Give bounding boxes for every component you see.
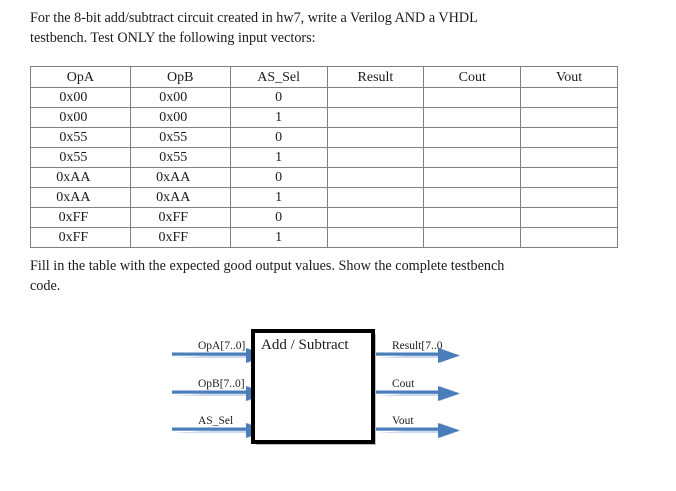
cell-cout	[423, 147, 522, 168]
input-label-opb: OpB[7..0]	[198, 378, 245, 390]
cell-cout	[423, 187, 522, 208]
input-label-opa: OpA[7..0]	[198, 340, 245, 352]
cell-cout	[423, 87, 522, 108]
intro-line-1: For the 8-bit add/subtract circuit creat…	[30, 10, 478, 26]
column-header-opa: OpA	[30, 66, 131, 88]
instruction-paragraph: Fill in the table with the expected good…	[30, 256, 650, 296]
cell-cout	[423, 227, 522, 248]
column-header-result: Result	[326, 66, 425, 88]
cell-as-sel: 0	[229, 167, 328, 188]
cell-opa: 0x00	[30, 87, 131, 108]
cell-as-sel: 1	[229, 227, 328, 248]
cell-as-sel: 0	[229, 87, 328, 108]
output-label-cout: Cout	[392, 378, 415, 390]
cell-as-sel: 0	[229, 127, 328, 148]
cell-opa: 0xAA	[30, 187, 131, 208]
cell-result	[326, 147, 425, 168]
column-header-cout: Cout	[423, 66, 522, 88]
instruction-line-1: Fill in the table with the expected good…	[30, 258, 505, 274]
instruction-line-2: code.	[30, 278, 61, 294]
cell-opb: 0x00	[129, 107, 231, 128]
column-header-opb: OpB	[129, 66, 231, 88]
output-label-vout: Vout	[392, 415, 414, 427]
cell-vout	[520, 207, 618, 228]
output-arrow-cout	[372, 386, 460, 401]
column-header-vout: Vout	[520, 66, 618, 88]
cell-vout	[520, 147, 618, 168]
cell-cout	[423, 107, 522, 128]
cell-vout	[520, 127, 618, 148]
cell-opb: 0xAA	[129, 167, 231, 188]
intro-line-2: testbench. Test ONLY the following input…	[30, 30, 316, 46]
cell-opa: 0x55	[30, 147, 131, 168]
cell-result	[326, 167, 425, 188]
cell-vout	[520, 107, 618, 128]
cell-result	[326, 227, 425, 248]
cell-opa: 0x55	[30, 127, 131, 148]
cell-vout	[520, 187, 618, 208]
table-header-row: OpA OpB AS_Sel Result Cout Vout	[30, 66, 618, 88]
input-label-as-sel: AS_Sel	[198, 415, 233, 427]
cell-result	[326, 87, 425, 108]
cell-opa: 0xAA	[30, 167, 131, 188]
output-arrow-result	[372, 348, 460, 363]
cell-result	[326, 107, 425, 128]
output-label-result: Result[7..0	[392, 340, 443, 352]
cell-opb: 0xAA	[129, 187, 231, 208]
cell-result	[326, 207, 425, 228]
output-arrow-vout	[372, 423, 460, 438]
column-header-as-sel: AS_Sel	[229, 66, 328, 88]
cell-opb: 0x55	[129, 147, 231, 168]
cell-as-sel: 0	[229, 207, 328, 228]
cell-vout	[520, 87, 618, 108]
cell-opb: 0xFF	[129, 207, 231, 228]
cell-result	[326, 187, 425, 208]
cell-cout	[423, 167, 522, 188]
block-label: Add / Subtract	[261, 337, 349, 353]
cell-cout	[423, 127, 522, 148]
cell-vout	[520, 227, 618, 248]
intro-paragraph: For the 8-bit add/subtract circuit creat…	[30, 8, 648, 48]
cell-opa: 0x00	[30, 107, 131, 128]
add-subtract-block	[251, 329, 375, 444]
input-arrow-opa	[172, 348, 266, 363]
cell-opb: 0x00	[129, 87, 231, 108]
cell-opb: 0xFF	[129, 227, 231, 248]
cell-as-sel: 1	[229, 107, 328, 128]
block-box-shadow	[256, 334, 376, 445]
cell-opb: 0x55	[129, 127, 231, 148]
cell-as-sel: 1	[229, 187, 328, 208]
cell-opa: 0xFF	[30, 207, 131, 228]
cell-cout	[423, 207, 522, 228]
cell-opa: 0xFF	[30, 227, 131, 248]
cell-vout	[520, 167, 618, 188]
input-arrow-as-sel	[172, 423, 266, 438]
arrow-shadows	[174, 348, 460, 438]
cell-result	[326, 127, 425, 148]
cell-as-sel: 1	[229, 147, 328, 168]
input-arrow-opb	[172, 386, 266, 401]
